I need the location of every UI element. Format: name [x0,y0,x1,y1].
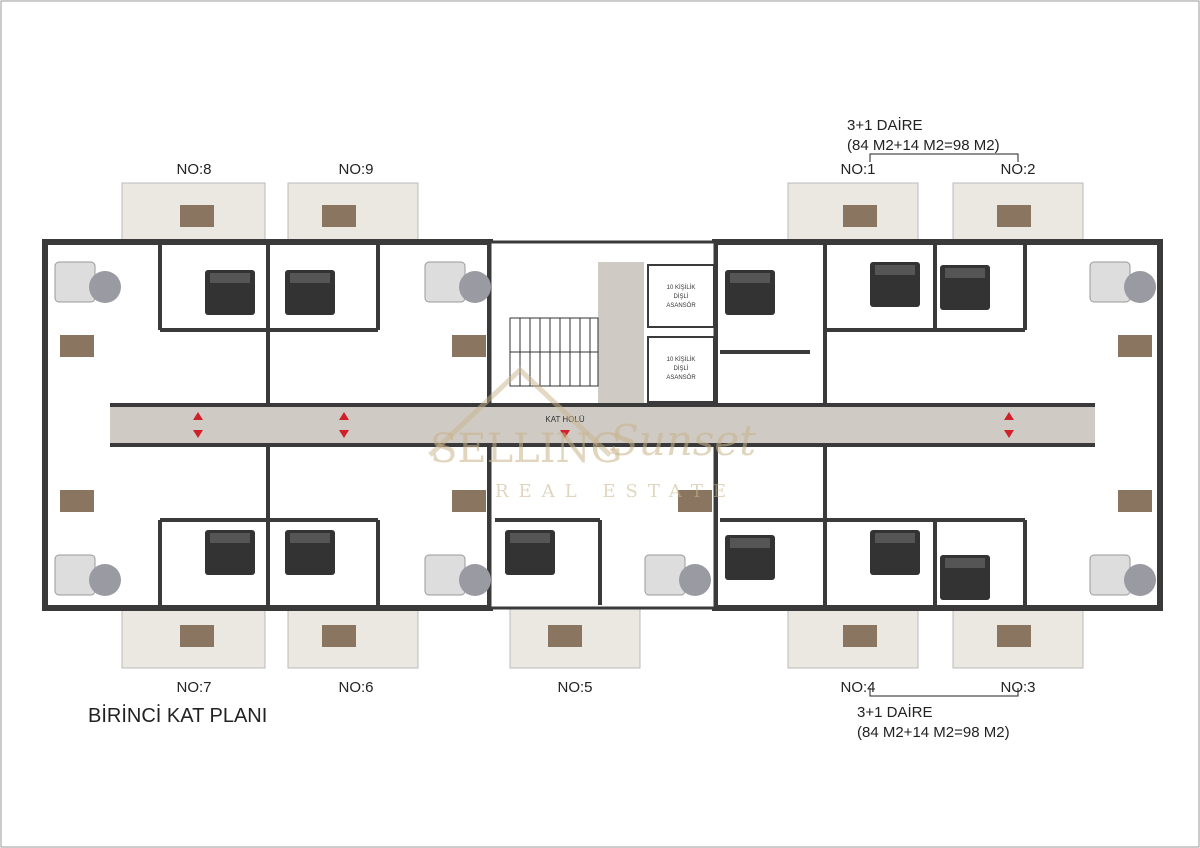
bed-pillow [945,558,985,568]
dining-table [452,490,486,512]
dining-table [1118,490,1152,512]
elevator-2: 10 KİŞİLİK DİŞLİ ASANSÖR [647,336,715,403]
bed-pillow [290,273,330,283]
dining-table [997,205,1031,227]
dining-table [322,205,356,227]
balconies-top [121,182,1084,241]
bed-pillow [945,268,985,278]
watermark-logo: SELLING Sunset REAL ESTATE [428,366,756,502]
staircase [509,317,599,387]
rug [459,564,491,596]
elevator-1: 10 KİŞİLİK DİŞLİ ASANSÖR [647,264,715,328]
rug [1124,271,1156,303]
rug [459,271,491,303]
bottom-unit-type: 3+1 DAİRE [857,703,932,721]
elevator-2-line2: DİŞLİ [673,365,688,372]
top-unit-type: 3+1 DAİRE [847,116,922,134]
exit-arrows [193,412,1014,438]
unit-label-no8: NO:8 [176,161,211,178]
elevator-1-line1: 10 KİŞİLİK [667,284,696,291]
unit-label-no2: NO:2 [1000,161,1035,178]
bottom-unit-area: (84 M2+14 M2=98 M2) [857,724,1010,741]
top-bracket [869,153,1019,162]
bed-pillow [730,273,770,283]
sofa [54,261,96,303]
bed-pillow [510,533,550,543]
dining-table [548,625,582,647]
rug [89,271,121,303]
elevator-2-line1: 10 KİŞİLİK [667,356,696,363]
rug [1124,564,1156,596]
svg-text:SELLING: SELLING [430,426,622,472]
dining-table [452,335,486,357]
sofa [644,554,686,596]
top-unit-area: (84 M2+14 M2=98 M2) [847,137,1000,154]
plan-title: BİRİNCİ KAT PLANI [88,704,267,727]
sofa [1089,554,1131,596]
unit-label-no7: NO:7 [176,679,211,696]
dining-table [997,625,1031,647]
dining-table [843,625,877,647]
sofa [1089,261,1131,303]
dining-table [678,490,712,512]
elevator-1-line2: DİŞLİ [673,293,688,300]
bed-pillow [210,273,250,283]
sofa [424,261,466,303]
elevator-1-line3: ASANSÖR [666,302,696,309]
dining-table [322,625,356,647]
sofa [424,554,466,596]
dining-table [1118,335,1152,357]
dining-table [60,335,94,357]
rug [679,564,711,596]
balconies-bottom [121,607,1084,669]
bottom-bracket [869,688,1019,697]
corridor-label: KAT HOLÜ [545,415,584,424]
unit-label-no3: NO:3 [1000,679,1035,696]
bed-pillow [210,533,250,543]
bed-pillow [290,533,330,543]
dining-table [180,625,214,647]
bed-pillow [875,265,915,275]
svg-text:REAL ESTATE: REAL ESTATE [495,481,736,502]
unit-label-no9: NO:9 [338,161,373,178]
rug [89,564,121,596]
sofa [54,554,96,596]
unit-label-no6: NO:6 [338,679,373,696]
dining-table [180,205,214,227]
unit-label-no4: NO:4 [840,679,875,696]
furniture [54,205,1156,647]
dining-table [60,490,94,512]
unit-label-no5: NO:5 [557,679,592,696]
bed-pillow [875,533,915,543]
unit-label-no1: NO:1 [840,161,875,178]
corridor [110,405,1095,445]
bed-pillow [730,538,770,548]
svg-text:Sunset: Sunset [610,416,756,465]
dining-table [843,205,877,227]
stair-landing [598,262,644,407]
interior-walls [110,245,1095,605]
elevator-2-line3: ASANSÖR [666,374,696,381]
